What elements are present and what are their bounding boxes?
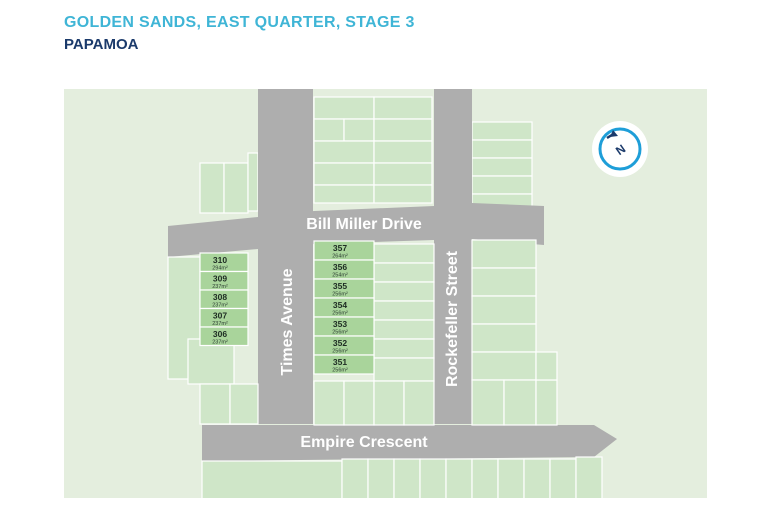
lot-group-north (313, 96, 433, 204)
lot-group-northwest (199, 152, 259, 214)
lot-number-label: 351 (333, 357, 347, 367)
lot-area-label: 256m² (332, 330, 348, 336)
lot-area-label: 254m² (332, 273, 348, 279)
lot-number-label: 307 (213, 310, 227, 320)
north-arrow-icon: N (592, 121, 648, 177)
lot-number-label: 353 (333, 319, 347, 329)
lot-area-label: 264m² (332, 254, 348, 260)
lot-group-central (313, 243, 435, 426)
road-label-empire-crescent: Empire Crescent (300, 434, 428, 451)
lot-area-label: 256m² (332, 311, 348, 317)
header: GOLDEN SANDS, EAST QUARTER, STAGE 3 PAPA… (64, 14, 415, 53)
lot-number-label: 310 (213, 255, 227, 265)
lot-number-label: 308 (213, 292, 227, 302)
lot-group-south (201, 456, 603, 498)
lot-group-east (471, 239, 558, 426)
page-subtitle: PAPAMOA (64, 36, 139, 53)
road-label-bill-miller-drive: Bill Miller Drive (306, 216, 422, 233)
lot-area-label: 237m² (212, 339, 228, 345)
lot-group-northeast (471, 121, 533, 208)
lot-number-label: 306 (213, 329, 227, 339)
lot-area-label: 237m² (212, 302, 228, 308)
road-label-times-avenue: Times Avenue (279, 268, 296, 375)
lot-number-label: 355 (333, 281, 347, 291)
lot-number-label: 354 (333, 300, 347, 310)
lot-306[interactable] (199, 326, 249, 347)
road-network (168, 89, 617, 461)
lot-number-label: 357 (333, 243, 347, 253)
lot-351[interactable] (313, 354, 375, 375)
page-title: GOLDEN SANDS, EAST QUARTER, STAGE 3 (64, 14, 415, 31)
road-label-rockefeller-street: Rockefeller Street (444, 250, 461, 387)
lot-area-label: 256m² (332, 368, 348, 374)
lot-group-west (167, 256, 259, 425)
lot-area-label: 237m² (212, 284, 228, 290)
lot-area-label: 256m² (332, 349, 348, 355)
lot-area-label: 294m² (212, 265, 228, 271)
lot-group-available-central: 357264m²356254m²355256m²354256m²353256m²… (313, 240, 375, 375)
lot-area-label: 256m² (332, 292, 348, 298)
lot-area-label: 237m² (212, 321, 228, 327)
lot-number-label: 352 (333, 338, 347, 348)
lot-number-label: 356 (333, 262, 347, 272)
lot-number-label: 309 (213, 273, 227, 283)
